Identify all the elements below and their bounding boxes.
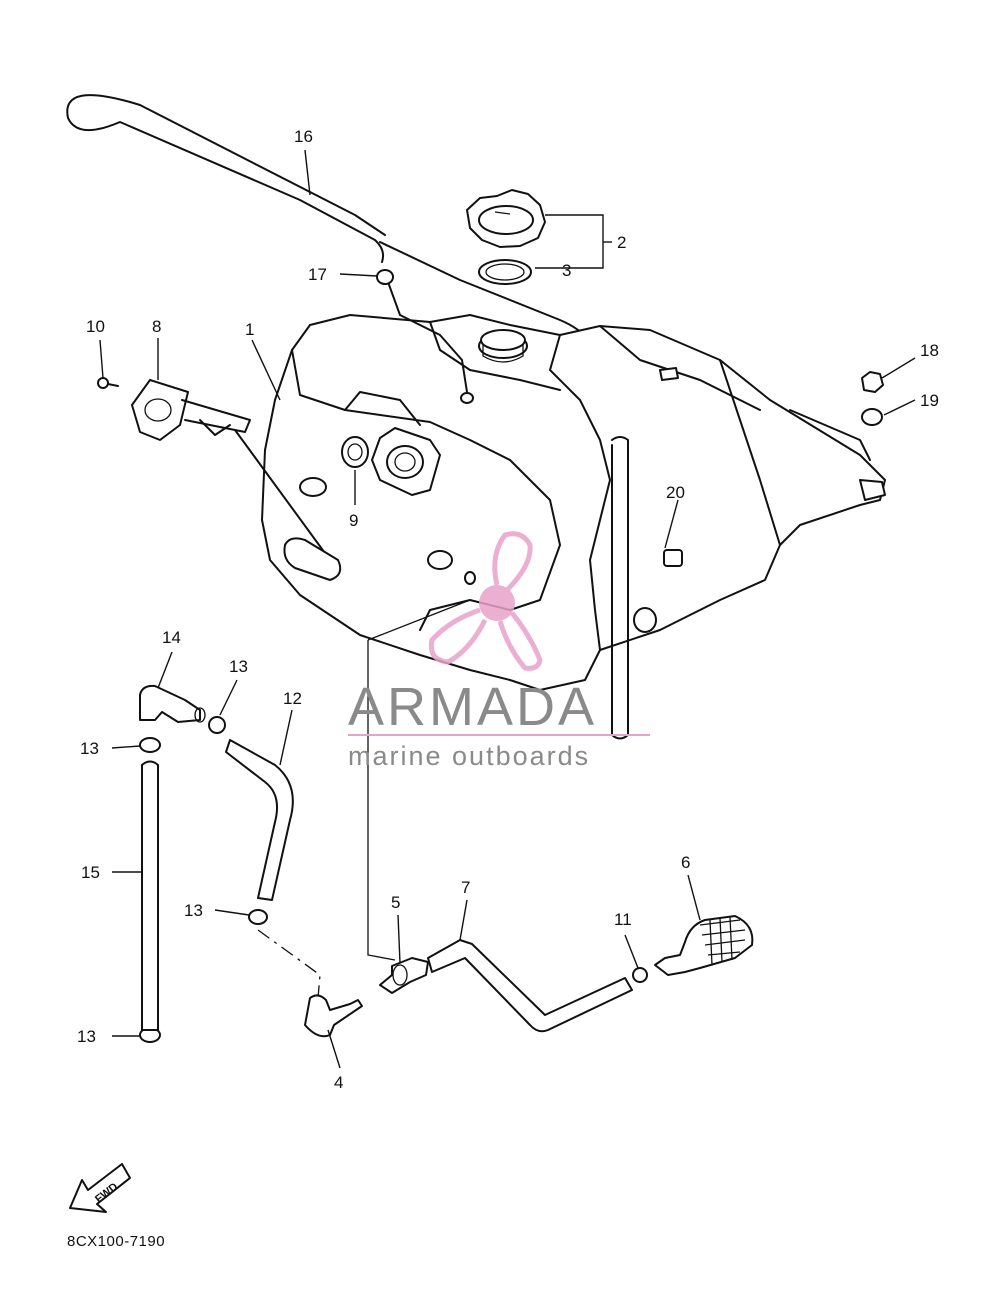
- part-18-nut: [861, 371, 884, 393]
- leader-lines: [99, 149, 916, 1069]
- part-1-fuel-tank: [261, 281, 886, 691]
- callout-7: 7: [461, 878, 470, 897]
- part-4-fuel-tap: [304, 994, 363, 1038]
- callout-20: 20: [666, 483, 685, 502]
- callout-13d: 13: [77, 1027, 96, 1046]
- callout-4: 4: [334, 1073, 343, 1092]
- callout-9: 9: [349, 511, 358, 530]
- callout-11: 11: [614, 910, 632, 929]
- part-14-elbow: [139, 684, 206, 723]
- armada-watermark: ARMADA marine outboards: [348, 531, 650, 771]
- part-6-fuel-filter: [654, 915, 754, 976]
- callout-5: 5: [391, 893, 400, 912]
- part-3-o-ring: [478, 259, 532, 285]
- callout-13a: 13: [229, 657, 248, 676]
- callout-15: 15: [81, 863, 100, 882]
- callout-1: 1: [245, 320, 254, 339]
- part-7-fuel-hose: [427, 939, 633, 1033]
- callout-18: 18: [920, 341, 939, 360]
- part-2-fuel-cap: [466, 189, 546, 248]
- callout-16: 16: [294, 127, 313, 146]
- callout-3: 3: [562, 261, 571, 280]
- connection-lines: [257, 599, 471, 999]
- callout-8: 8: [152, 317, 161, 336]
- part-15-hose: [141, 760, 159, 1031]
- callout-19: 19: [920, 391, 939, 410]
- callout-6: 6: [681, 853, 690, 872]
- callout-13c: 13: [184, 901, 203, 920]
- callout-10: 10: [86, 317, 105, 336]
- part-17-clip: [376, 269, 394, 285]
- propeller-logo-icon: [428, 531, 543, 671]
- drawing-code: 8CX100-7190: [67, 1233, 165, 1250]
- part-11-clip: [632, 967, 648, 983]
- callout-17: 17: [308, 265, 327, 284]
- watermark-brand: ARMADA: [348, 677, 597, 737]
- callout-13b: 13: [80, 739, 99, 758]
- part-8-fuel-sender: [131, 379, 342, 581]
- callout-14: 14: [162, 628, 181, 647]
- callout-2: 2: [617, 233, 626, 252]
- part-10-screw: [97, 377, 119, 389]
- callout-12: 12: [283, 689, 302, 708]
- fwd-arrow: FWD: [69, 1163, 131, 1213]
- part-9-gasket: [341, 436, 369, 468]
- part-19-washer: [861, 408, 883, 426]
- callout-numbers: 1 2 3 4 5 6 7 8 9 10 11 12 13 13 13 13 1…: [77, 127, 939, 1092]
- part-13-clamps: [139, 716, 268, 1043]
- part-5-joint: [379, 957, 429, 994]
- watermark-tagline: marine outboards: [348, 741, 590, 771]
- part-12-hose: [225, 739, 294, 901]
